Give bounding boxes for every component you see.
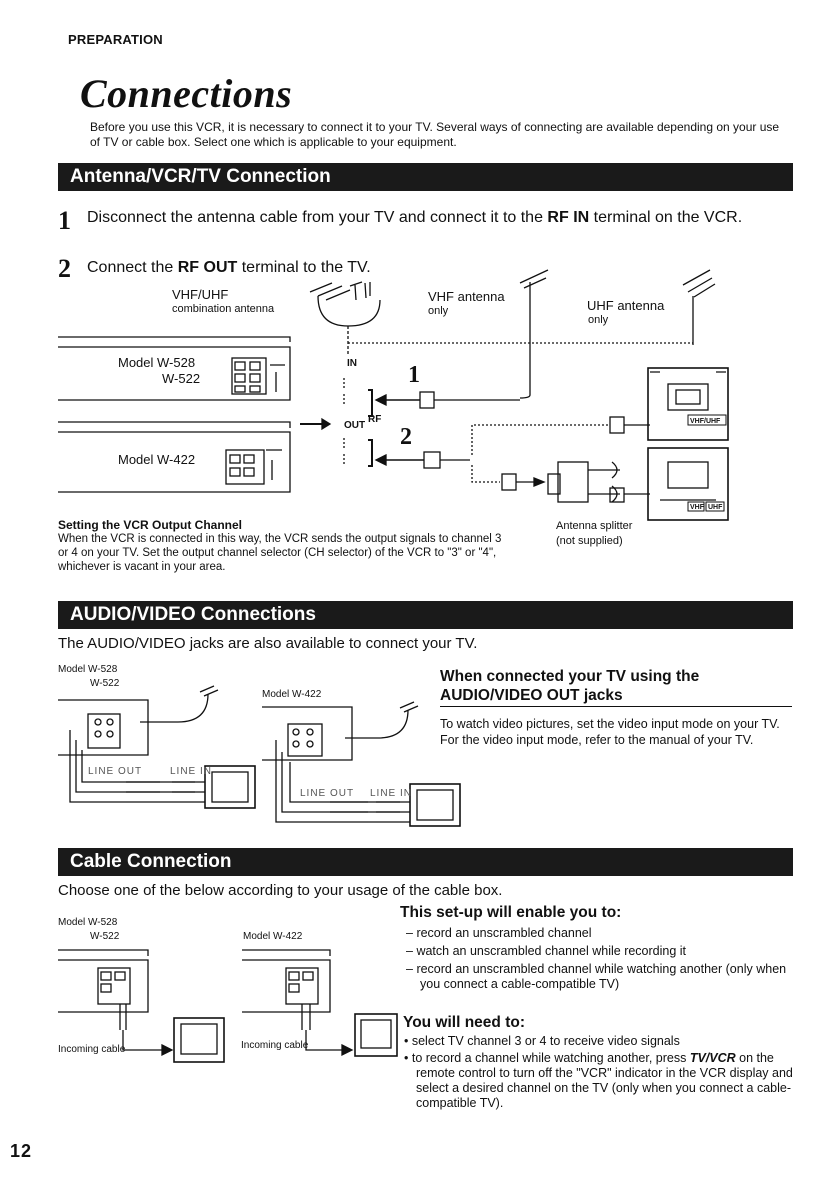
- enable-item-1: – record an unscrambled channel: [406, 926, 592, 940]
- av-422-line-out: LINE OUT: [300, 788, 355, 799]
- label-antenna-splitter: Antenna splitter: [556, 520, 633, 532]
- cable-incoming-422: Incoming cable: [241, 1040, 309, 1051]
- label-model-w528: Model W-528: [118, 355, 196, 370]
- page-title: Connections: [80, 71, 293, 116]
- av-text: To watch video pictures, set the video i…: [440, 717, 780, 747]
- label-rf: RF: [368, 414, 382, 425]
- callout-1: 1: [408, 362, 420, 388]
- antenna-section-bar: Antenna/VCR/TV Connection: [58, 163, 793, 191]
- av-model-w528: Model W-528: [58, 664, 118, 675]
- enable-heading: This set-up will enable you to:: [400, 904, 622, 921]
- av-422-line-in: LINE IN: [370, 788, 413, 799]
- tv-uhf-label: UHF: [708, 504, 723, 511]
- callout-2: 2: [400, 424, 412, 450]
- setting-text: When the VCR is connected in this way, t…: [58, 533, 502, 573]
- label-vhf-antenna: VHF antenna: [428, 289, 505, 304]
- label-model-w522: W-522: [162, 371, 201, 386]
- av-lead: The AUDIO/VIDEO jacks are also available…: [58, 635, 478, 652]
- cable-model-w528: Model W-528: [58, 917, 118, 928]
- step-2-number: 2: [58, 254, 71, 283]
- av-heading-line1: When connected your TV using the: [440, 668, 700, 685]
- need-list: • select TV channel 3 or 4 to receive vi…: [400, 1034, 795, 1111]
- av-section-bar: AUDIO/VIDEO Connections: [58, 601, 793, 629]
- label-vhf-only: only: [428, 305, 449, 317]
- cable-model-w522: W-522: [90, 931, 120, 942]
- label-rf-in: IN: [347, 358, 357, 369]
- label-model-w422: Model W-422: [118, 452, 196, 467]
- step-1-number: 1: [58, 206, 71, 235]
- need-item-1: • select TV channel 3 or 4 to receive vi…: [404, 1034, 680, 1048]
- need-item-2: • to record a channel while watching ano…: [404, 1051, 793, 1110]
- enable-item-3: – record an unscrambled channel while wa…: [406, 962, 787, 991]
- tv-vhfuhf-label: VHF/UHF: [690, 418, 721, 425]
- enable-item-2: – watch an unscrambled channel while rec…: [406, 944, 687, 958]
- av-heading-rule: [440, 706, 792, 707]
- cable-incoming-528: Incoming cable: [58, 1044, 126, 1055]
- cable-model-w422: Model W-422: [243, 931, 303, 942]
- label-vhf-uhf: VHF/UHF: [172, 287, 229, 302]
- av-heading-line2: AUDIO/VIDEO OUT jacks: [440, 687, 623, 704]
- label-combination-antenna: combination antenna: [172, 303, 275, 315]
- label-uhf-only: only: [588, 314, 609, 326]
- av-model-w422: Model W-422: [262, 689, 322, 700]
- label-uhf-antenna: UHF antenna: [587, 298, 665, 313]
- tv-vhf-label: VHF: [690, 504, 705, 511]
- setting-heading: Setting the VCR Output Channel: [58, 518, 242, 532]
- av-528-line-in: LINE IN: [170, 766, 213, 777]
- enable-list: – record an unscrambled channel – watch …: [400, 926, 792, 992]
- intro-text: Before you use this VCR, it is necessary…: [90, 120, 780, 149]
- av-528-line-out: LINE OUT: [88, 766, 143, 777]
- cable-lead: Choose one of the below according to you…: [58, 882, 503, 899]
- page-number: 12: [10, 1141, 33, 1161]
- cable-section-bar: Cable Connection: [58, 848, 793, 876]
- step-2-text: Connect the RF OUT terminal to the TV.: [87, 259, 371, 276]
- label-rf-out: OUT: [344, 420, 366, 431]
- label-not-supplied: (not supplied): [556, 535, 623, 547]
- need-heading: You will need to:: [403, 1014, 525, 1031]
- step-1-text: Disconnect the antenna cable from your T…: [87, 209, 743, 226]
- av-model-w522: W-522: [90, 678, 120, 689]
- section-tag: PREPARATION: [68, 32, 163, 47]
